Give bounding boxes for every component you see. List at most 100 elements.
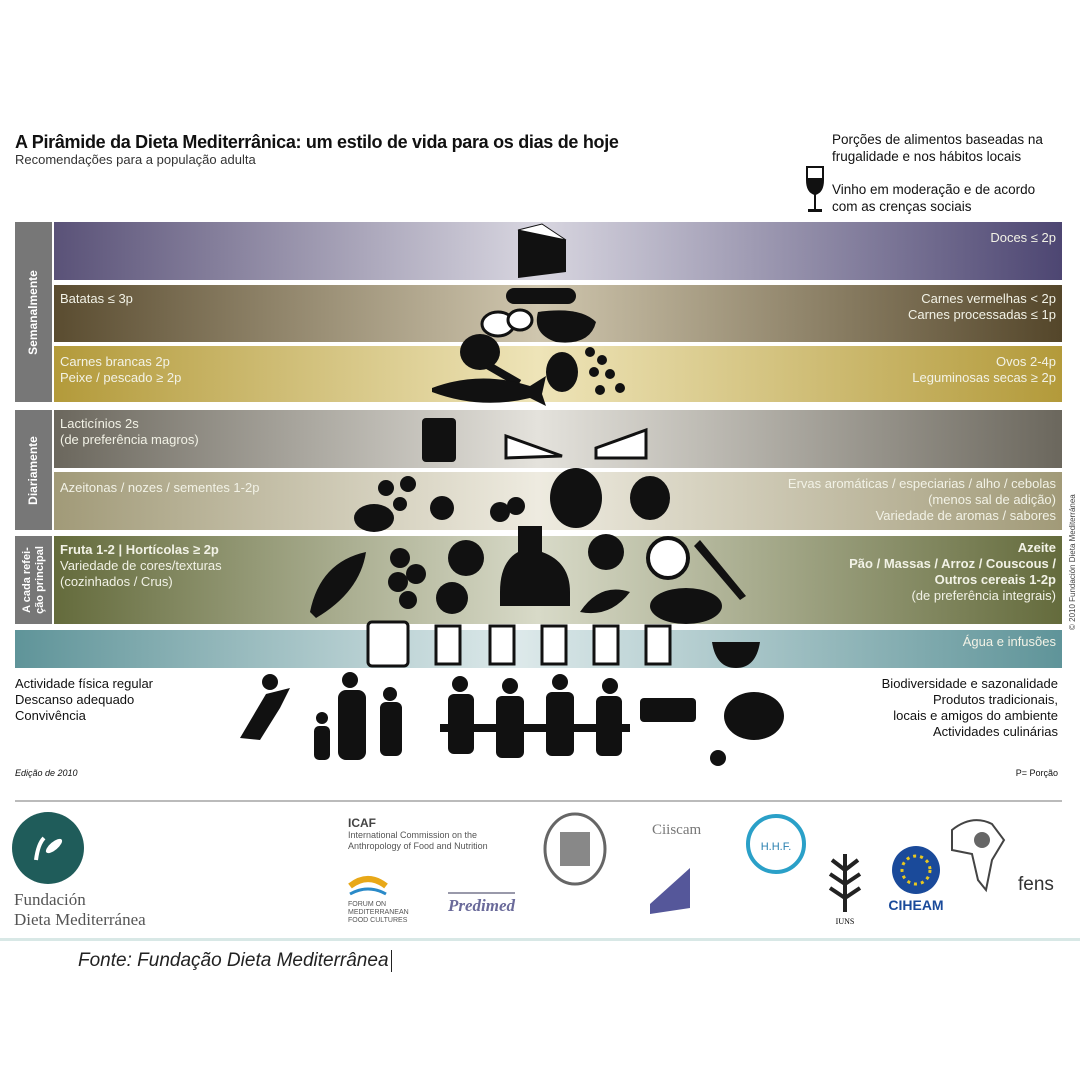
- side-text: Semanalmente: [26, 269, 41, 355]
- line: Convivência: [15, 708, 86, 723]
- people-exercising-icon: [240, 672, 402, 760]
- iuns-text: IUNS: [836, 917, 855, 926]
- legumes-icon: [585, 347, 625, 395]
- ciheam-logo-icon: CIHEAM: [888, 846, 944, 913]
- icaf-name: ICAF: [348, 816, 376, 830]
- hhf-logo-icon: H.H.F.: [746, 814, 806, 874]
- tea-cup-icon: [712, 642, 760, 668]
- side-text-line: A cada refei-: [20, 547, 33, 613]
- side-text: A cada refei-ção principal: [21, 546, 47, 614]
- page-subtitle: Recomendações para a população adulta: [15, 152, 256, 167]
- line: Produtos tradicionais,: [932, 692, 1058, 707]
- side-text: Diariamente: [26, 435, 41, 505]
- line: Lacticínios 2s: [60, 416, 139, 431]
- line: locais e amigos do ambiente: [893, 708, 1058, 723]
- line: (de preferência magros): [60, 432, 199, 447]
- line: Actividades culinárias: [932, 724, 1058, 739]
- line: Variedade de cores/texturas: [60, 558, 222, 573]
- lifestyle-illustration: [240, 672, 784, 766]
- note-line: Porções de alimentos baseadas na: [832, 132, 1043, 147]
- line: Azeite: [1017, 540, 1056, 555]
- line: International Commission on the: [348, 830, 478, 840]
- band-right-text: Água e infusões: [962, 634, 1056, 649]
- note-line: com as crenças sociais: [832, 199, 972, 214]
- line: (menos sal de adição): [928, 492, 1056, 507]
- wine-glass-icon: [806, 166, 824, 212]
- band-right-text: Ervas aromáticas / especiarias / alho / …: [788, 476, 1056, 524]
- band-left-text: Lacticínios 2s(de preferência magros): [60, 416, 199, 448]
- note-line: frugalidade e nos hábitos locais: [832, 149, 1022, 164]
- potatoes-icon: [480, 308, 534, 338]
- side-label-weekly: Semanalmente: [15, 222, 52, 402]
- ciheam-text: CIHEAM: [888, 897, 943, 913]
- edition-label: Edição de 2010: [15, 768, 78, 778]
- wheat-icon: [694, 540, 746, 600]
- line: Pão / Massas / Arroz / Couscous /: [849, 556, 1056, 571]
- side-label-daily: Diariamente: [15, 410, 52, 530]
- band-left-text: Azeitonas / nozes / sementes 1-2p: [60, 480, 260, 495]
- band-right-text: Doces ≤ 2p: [990, 230, 1056, 245]
- basket-icon: [724, 692, 784, 740]
- forum-wave-icon: [348, 876, 388, 896]
- line: Carnes brancas 2p: [60, 354, 170, 369]
- line: Descanso adequado: [15, 692, 135, 707]
- sausage-icon: [506, 288, 576, 304]
- cake-icon: [517, 223, 567, 278]
- watermelon-icon: [310, 552, 366, 618]
- divider: [15, 800, 1062, 802]
- fish-icon: [432, 376, 546, 406]
- yogurt-icon: [422, 418, 456, 462]
- grapes-icon: [388, 548, 426, 609]
- steak-icon: [536, 310, 596, 343]
- copyright: © 2010 Fundación Dieta Mediterránea: [1068, 494, 1077, 630]
- bread-icon: [650, 588, 722, 624]
- line: Biodiversidade e sazonalidade: [881, 676, 1058, 691]
- line: FOOD CULTURES: [348, 917, 408, 924]
- portion-note: Porções de alimentos baseadas na frugalid…: [832, 131, 1043, 165]
- side-text-line: ção principal: [33, 546, 46, 614]
- line: Carnes vermelhas < 2p: [921, 291, 1056, 306]
- water-jug-icon: [366, 620, 410, 668]
- band-dairy: Lacticínios 2s(de preferência magros): [54, 410, 1062, 468]
- line: (cozinhados / Crus): [60, 574, 173, 589]
- line: Fundación: [14, 890, 86, 909]
- family-meal-icon: [440, 674, 630, 758]
- band-left-text: Batatas ≤ 3p: [60, 291, 133, 306]
- africa-map-logo-icon: [951, 819, 1006, 893]
- vegetables-icon: [580, 534, 690, 614]
- page-title: A Pirâmide da Dieta Mediterrânica: um es…: [15, 132, 619, 152]
- line: Variedade de aromas / sabores: [875, 508, 1056, 523]
- line: FORUM ON: [348, 901, 387, 908]
- harvard-logo-icon: [650, 868, 690, 914]
- source-caption: Fonte: Fundação Dieta Mediterrânea: [78, 950, 392, 972]
- apple-orange-icon: [436, 540, 484, 614]
- line: Ovos 2-4p: [996, 354, 1056, 369]
- onion-garlic-icon: [550, 468, 670, 528]
- university-seal-icon: [543, 812, 607, 886]
- ciiscam-logo: Ciiscam: [652, 822, 702, 838]
- chicken-leg-icon: [460, 334, 522, 387]
- line: Peixe / pescado ≥ 2p: [60, 370, 182, 385]
- egg-icon: [546, 352, 578, 392]
- predimed-logo: Predimed: [448, 892, 516, 916]
- line: (de preferência integrais): [911, 588, 1056, 603]
- side-label-meal: A cada refei-ção principal: [15, 536, 52, 624]
- divider: [0, 938, 1080, 941]
- nuts-olives-icon: [354, 476, 525, 532]
- fundacion-logo-icon: [12, 812, 84, 884]
- line: MEDITERRANEAN: [348, 909, 409, 916]
- line: Leguminosas secas ≥ 2p: [912, 370, 1056, 385]
- band-water: Água e infusões: [15, 630, 1062, 668]
- olive-oil-jar-icon: [500, 526, 570, 606]
